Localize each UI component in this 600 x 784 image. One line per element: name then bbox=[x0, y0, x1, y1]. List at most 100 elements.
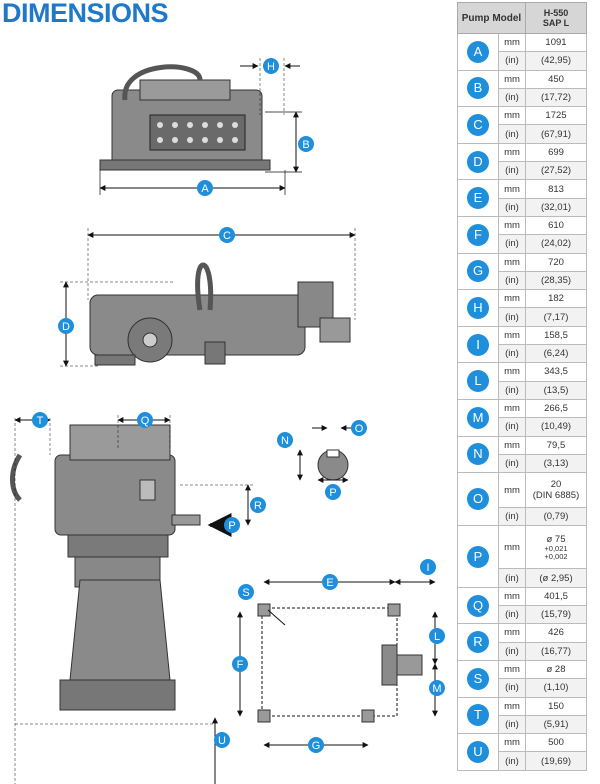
dimension-drawings: A B H C D T Q R P U N O P S E I F L M G bbox=[10, 58, 445, 784]
value-mm: 1091 bbox=[525, 32, 587, 53]
value-mm: 500 bbox=[525, 733, 587, 753]
unit-mm: mm bbox=[498, 525, 526, 570]
value-mm: 401,5 bbox=[525, 586, 587, 607]
unit-mm: mm bbox=[498, 325, 526, 346]
dimension-letter-badge: Q bbox=[467, 594, 489, 617]
value-mm-text: 401,5 bbox=[544, 590, 568, 602]
dimension-letter-cell: E bbox=[457, 179, 499, 217]
value-in: (0,79) bbox=[525, 507, 587, 527]
label-g: G bbox=[308, 737, 324, 753]
pump-side-view bbox=[89, 262, 351, 366]
table-row: (in)(0,79) bbox=[458, 507, 587, 527]
dimension-letter-badge: I bbox=[467, 333, 489, 356]
unit-in: (in) bbox=[498, 307, 526, 327]
value-in: (7,17) bbox=[525, 307, 587, 327]
svg-text:T: T bbox=[37, 415, 44, 427]
value-mm: ø 75+0,021+0,002 bbox=[525, 525, 587, 570]
dimension-letter-cell: R bbox=[457, 623, 499, 661]
unit-mm: mm bbox=[498, 142, 526, 163]
unit-mm: mm bbox=[498, 106, 526, 126]
value-in: (16,77) bbox=[525, 641, 587, 661]
value-mm-text: ø 75 bbox=[546, 533, 566, 545]
label-u: U bbox=[214, 732, 230, 748]
value-mm: 150 bbox=[525, 696, 587, 716]
table-row: (in)(13,5) bbox=[458, 380, 587, 400]
dimension-letter-cell: S bbox=[457, 659, 499, 698]
value-mm: 720 bbox=[525, 252, 587, 272]
unit-mm: mm bbox=[498, 398, 526, 419]
dimension-letter-badge: R bbox=[467, 631, 489, 654]
dimension-letter-cell: Q bbox=[457, 586, 499, 625]
value-mm: 158,5 bbox=[525, 325, 587, 346]
table-row: (in)(10,49) bbox=[458, 417, 587, 437]
dimension-letter-cell: A bbox=[457, 33, 499, 71]
table-row: (in)(6,24) bbox=[458, 344, 587, 364]
value-mm-text: 158,5 bbox=[544, 329, 568, 341]
dimension-letter-badge: S bbox=[467, 667, 489, 690]
svg-text:L: L bbox=[434, 631, 440, 643]
value-mm: 450 bbox=[525, 69, 587, 89]
value-mm-text: 266,5 bbox=[544, 403, 568, 415]
unit-in: (in) bbox=[498, 568, 526, 588]
value-in: (17,72) bbox=[525, 87, 587, 108]
value-mm-text: 1725 bbox=[545, 110, 567, 122]
unit-mm: mm bbox=[498, 252, 526, 272]
svg-text:D: D bbox=[62, 321, 70, 333]
unit-mm: mm bbox=[498, 659, 526, 680]
dimension-letter-badge: E bbox=[467, 187, 489, 210]
value-in: (19,69) bbox=[525, 751, 587, 771]
pump-model-header: Pump Model bbox=[457, 2, 526, 34]
value-in: (27,52) bbox=[525, 161, 587, 181]
value-mm-text: 426 bbox=[548, 627, 564, 639]
dimension-letter-badge: D bbox=[467, 150, 489, 173]
unit-in: (in) bbox=[498, 51, 526, 71]
dimension-letter-badge: L bbox=[467, 370, 489, 393]
svg-text:U: U bbox=[218, 735, 226, 747]
value-mm: 343,5 bbox=[525, 362, 587, 382]
label-b: B bbox=[298, 136, 314, 152]
unit-in: (in) bbox=[498, 124, 526, 144]
value-mm-text: 720 bbox=[548, 256, 564, 268]
value-mm: 266,5 bbox=[525, 398, 587, 419]
unit-in: (in) bbox=[498, 678, 526, 698]
label-f: F bbox=[232, 656, 248, 672]
svg-text:R: R bbox=[254, 500, 262, 512]
dimension-letter-cell: I bbox=[457, 325, 499, 364]
table-header: Pump Model H-550 SAP L bbox=[457, 2, 587, 34]
svg-text:G: G bbox=[312, 740, 321, 752]
table-row: (in)(3,13) bbox=[458, 453, 587, 474]
unit-in: (in) bbox=[498, 87, 526, 108]
dimension-letter-cell: C bbox=[457, 106, 499, 144]
dimension-letter-badge: T bbox=[467, 704, 489, 727]
value-mm: 699 bbox=[525, 142, 587, 163]
svg-text:P: P bbox=[228, 520, 235, 532]
label-t: T bbox=[32, 412, 48, 428]
label-p-front: P bbox=[224, 517, 240, 533]
value-mm: 1725 bbox=[525, 106, 587, 126]
dimension-letter-badge: U bbox=[467, 740, 489, 763]
unit-in: (in) bbox=[498, 507, 526, 527]
svg-text:Q: Q bbox=[141, 415, 150, 427]
value-mm: 426 bbox=[525, 623, 587, 643]
dimension-letter-cell: B bbox=[457, 69, 499, 108]
unit-mm: mm bbox=[498, 179, 526, 199]
value-mm-text: 182 bbox=[548, 293, 564, 305]
label-q: Q bbox=[137, 412, 153, 428]
unit-in: (in) bbox=[498, 344, 526, 364]
value-mm: 610 bbox=[525, 215, 587, 236]
dimension-letter-cell: T bbox=[457, 696, 499, 735]
table-row: (in)(42,95) bbox=[458, 51, 587, 71]
svg-text:S: S bbox=[242, 587, 249, 599]
